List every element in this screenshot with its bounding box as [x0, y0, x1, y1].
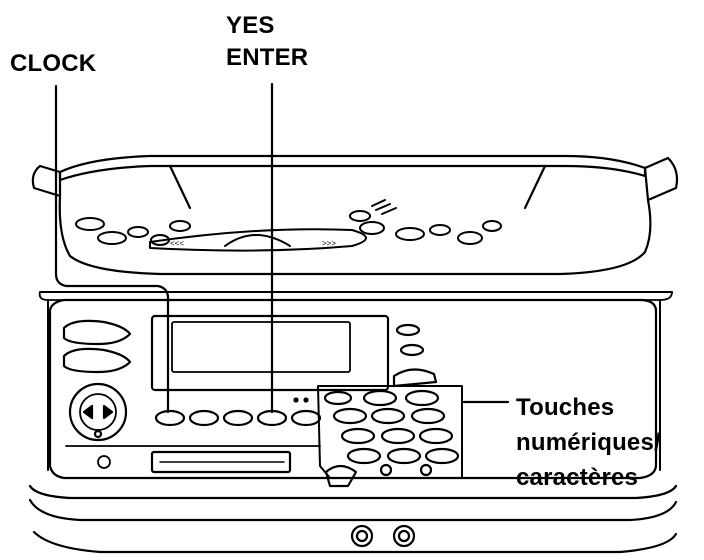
yes-label: YES: [226, 12, 275, 39]
svg-text:<<<: <<<: [170, 239, 184, 248]
function-buttons: [154, 409, 322, 427]
lcd-display: [150, 314, 390, 392]
top-panel-buttons: <<< >>>: [75, 199, 502, 252]
device-base: [28, 484, 678, 554]
clock-leader-line: [54, 84, 170, 414]
top-panel-outline: [58, 194, 652, 276]
touches-label-line3: caractères: [516, 464, 639, 491]
card-slot: [150, 450, 292, 474]
numeric-keypad: [317, 385, 463, 488]
front-panel: [48, 298, 658, 480]
clock-label: CLOCK: [10, 50, 97, 77]
jog-dial: [68, 382, 128, 442]
svg-text:>>>: >>>: [322, 239, 336, 248]
touches-label-line2: numériques/: [516, 429, 661, 456]
clock-button: [154, 409, 186, 427]
cd-lid: [31, 154, 679, 210]
touches-label: Touches numériques/ caractères: [516, 390, 661, 495]
touches-label-line1: Touches: [516, 394, 615, 421]
enter-label: ENTER: [226, 44, 309, 71]
